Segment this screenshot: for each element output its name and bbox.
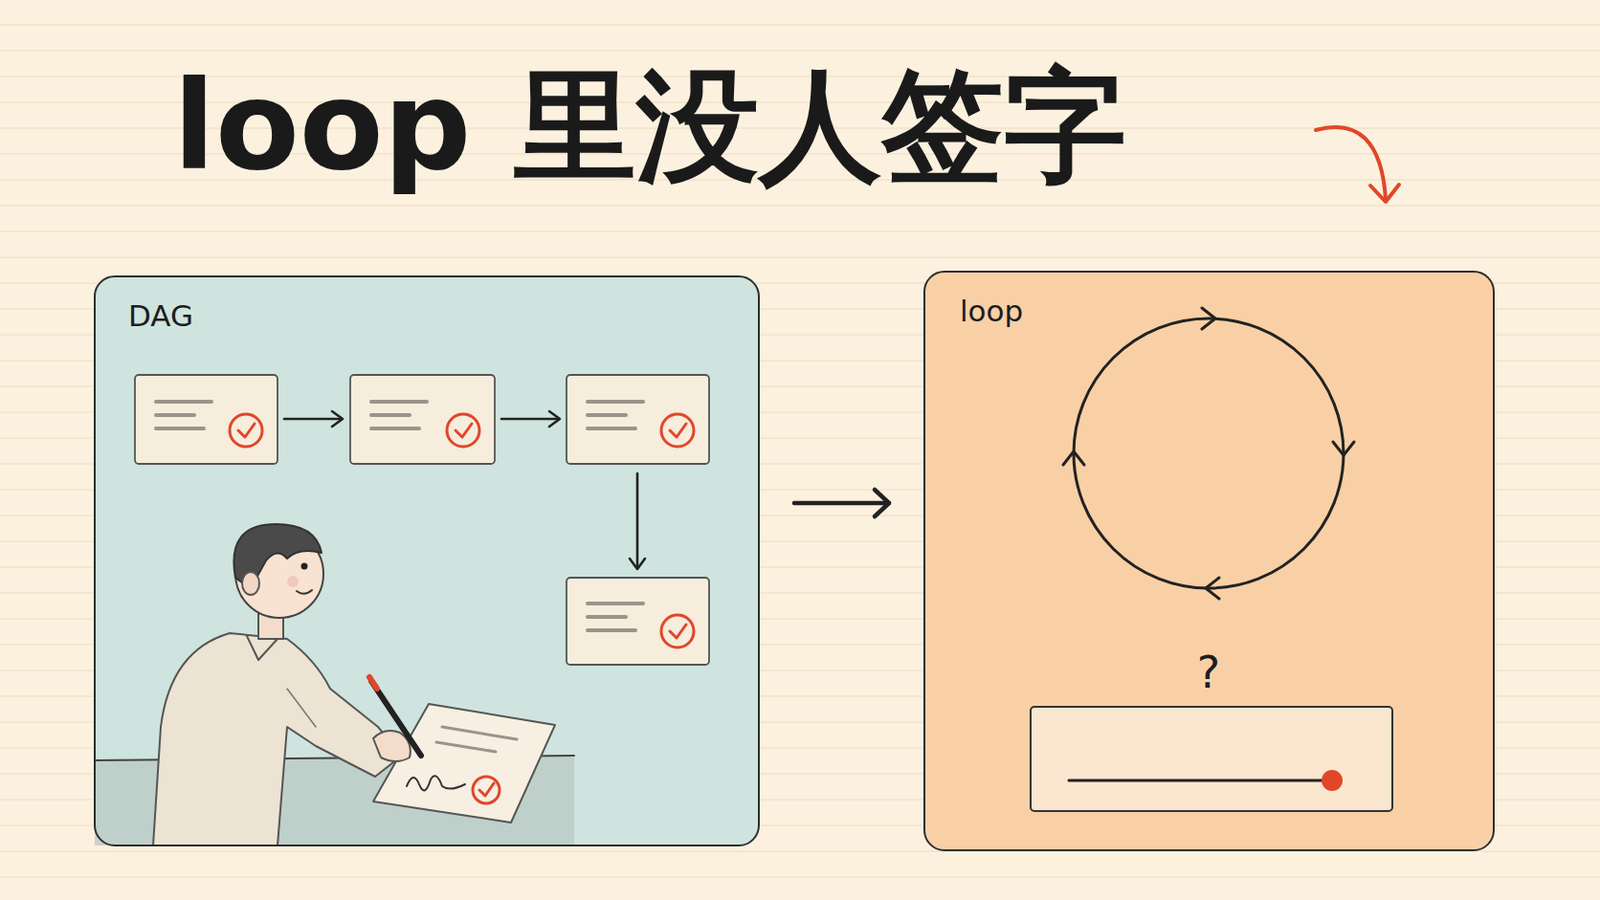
dag-panel-fill	[94, 276, 759, 846]
panel-label: loop	[959, 293, 1023, 329]
panel-label: DAG	[128, 298, 194, 334]
question-mark: ?	[1197, 646, 1221, 699]
connector-line	[794, 501, 889, 507]
connector-arrow	[794, 489, 889, 517]
arrowhead	[874, 489, 889, 517]
loop-panel-fill	[924, 271, 1494, 851]
dag-panel: DAG	[93, 275, 760, 847]
loop-cycle	[1063, 308, 1355, 600]
title: loop 里没人签字	[173, 49, 1127, 203]
dag-cards	[134, 375, 710, 666]
loop-panel: loop	[923, 270, 1495, 852]
progress-bar	[1030, 707, 1393, 812]
person-signing	[94, 524, 575, 846]
curved-arrow	[1315, 127, 1400, 202]
